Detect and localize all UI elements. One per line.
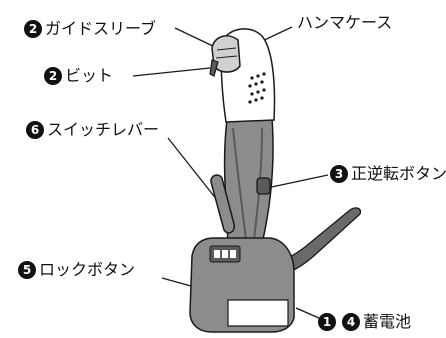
number-badge: 6 bbox=[26, 121, 44, 139]
label-bit: 2 ビット bbox=[44, 66, 113, 86]
battery-label-panel bbox=[227, 299, 289, 327]
number-badge: 3 bbox=[330, 165, 348, 183]
label-hammer-case: ハンマケース bbox=[296, 13, 392, 33]
guide-sleeve-shape bbox=[211, 35, 241, 73]
label-guide-sleeve: 2 ガイドスリーブ bbox=[24, 19, 156, 39]
number-badge: 2 bbox=[44, 67, 62, 85]
number-badge: 2 bbox=[24, 20, 42, 38]
leader-guide-sleeve bbox=[174, 27, 218, 49]
label-text: 正逆転ボタン bbox=[351, 164, 446, 183]
bit-shape bbox=[209, 59, 219, 77]
forward-reverse-button-shape bbox=[256, 177, 271, 195]
label-forward-reverse-button: 3 正逆転ボタン bbox=[330, 164, 446, 184]
number-badge: 5 bbox=[18, 261, 36, 279]
label-text: スイッチレバー bbox=[47, 120, 160, 139]
label-text: ビット bbox=[65, 66, 114, 85]
label-text: ガイドスリーブ bbox=[45, 19, 157, 38]
switch-lever-shape bbox=[210, 174, 236, 234]
label-text: 蓄電池 bbox=[363, 312, 412, 331]
vent-dots bbox=[248, 72, 266, 104]
leader-forward-reverse bbox=[266, 174, 329, 189]
number-badge: 4 bbox=[342, 313, 360, 331]
label-text: ハンマケース bbox=[297, 13, 393, 32]
label-switch-lever: 6 スイッチレバー bbox=[26, 120, 159, 140]
number-badge: 1 bbox=[318, 313, 336, 331]
label-lock-button: 5 ロックボタン bbox=[18, 260, 135, 280]
label-text: ロックボタン bbox=[39, 260, 136, 279]
leader-bit bbox=[132, 67, 211, 77]
label-battery: 1 4 蓄電池 bbox=[318, 312, 411, 332]
